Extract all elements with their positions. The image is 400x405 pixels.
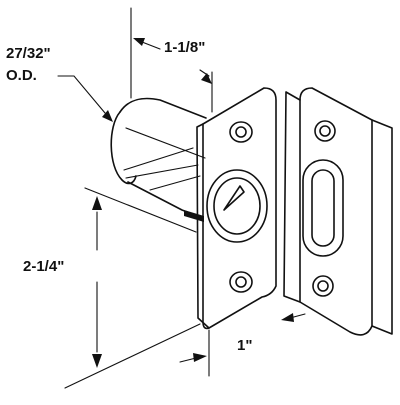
strike-screw-hole-top (314, 120, 336, 142)
screw-hole-top (229, 121, 253, 143)
bolt-opening-inner (213, 177, 261, 235)
strike-side-edge (283, 91, 301, 303)
strike-front (299, 87, 373, 336)
latch-bolt (110, 97, 207, 222)
extension-line-bolt-axis (84, 187, 197, 233)
strike-screw-hole-top-inner (319, 125, 331, 137)
extension-line-plate-bottom (64, 323, 201, 389)
bolt-opening-outer (206, 169, 268, 243)
screw-hole-bottom-inner (235, 276, 247, 288)
strike-slot-outer (302, 159, 344, 257)
dim-leader-left (141, 41, 161, 50)
bolt-shade-4 (149, 175, 201, 191)
plate-side-edge (196, 123, 210, 329)
strike-screw-hole-bottom (312, 275, 334, 297)
dimension-outer-diameter (57, 75, 113, 122)
arrow-height-bottom (92, 354, 102, 368)
od-leader-line (57, 75, 106, 114)
latch-face-plate (196, 87, 277, 330)
screw-hole-top-inner (235, 126, 247, 138)
screw-hole-bottom (229, 271, 253, 293)
strike-slot-inner (311, 169, 335, 247)
arrow-bolt-tip (133, 38, 145, 46)
thickness-leader-left (179, 357, 197, 363)
dimension-strike-thickness (179, 313, 306, 377)
strike-screw-hole-bottom-inner (317, 280, 329, 292)
label-strike-thickness: 1" (237, 337, 253, 354)
bolt-underside-shadow (184, 210, 204, 222)
arrow-thickness-right (281, 313, 294, 322)
label-outer-diameter: 27/32" (6, 45, 51, 62)
bolt-front-face (110, 111, 137, 185)
dimension-bolt-length (130, 7, 213, 113)
label-plate-height: 2-1/4" (23, 258, 65, 275)
bolt-shade-2 (123, 147, 194, 171)
arrow-plate-face (201, 73, 212, 84)
plate-front (202, 87, 277, 330)
bolt-shade-1 (125, 127, 206, 159)
label-outer-diameter-unit: O.D. (6, 67, 37, 84)
strike-flange (371, 119, 393, 335)
label-bolt-length: 1-1/8" (164, 39, 206, 56)
dimension-plate-height (64, 187, 201, 389)
arrow-height-top (92, 196, 102, 210)
arrow-thickness-left (193, 353, 207, 362)
bolt-bevel (223, 185, 245, 211)
bolt-top-edge (119, 97, 207, 119)
strike-plate (283, 87, 393, 336)
bolt-shade-3 (125, 164, 199, 179)
arrow-od (102, 110, 113, 122)
